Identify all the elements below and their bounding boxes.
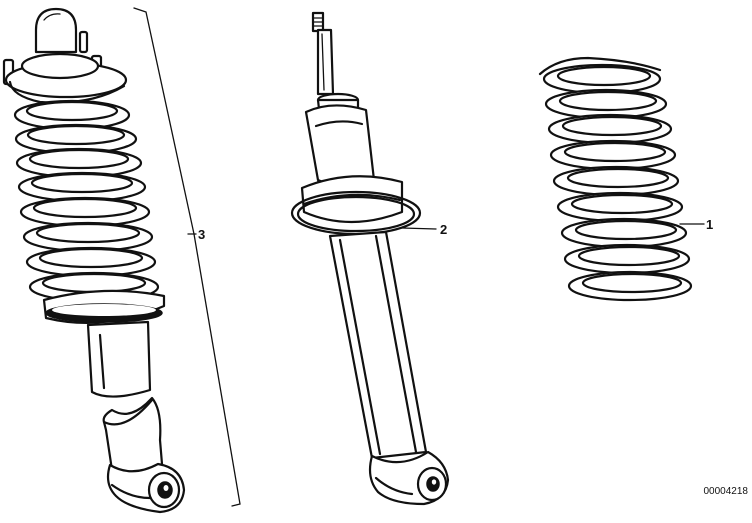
- callout-3: 3: [198, 227, 205, 242]
- leader-line-2: [401, 227, 437, 230]
- callout-1: 1: [706, 217, 713, 232]
- piston-rod: [316, 28, 335, 96]
- coil-spring: [538, 56, 693, 302]
- upper-body: [304, 104, 376, 188]
- strut-assembly: [2, 7, 186, 514]
- shock-absorber: [290, 11, 450, 506]
- upper-collar: [300, 175, 404, 224]
- lower-damper-tube-upper: [86, 320, 152, 398]
- document-number: 00004218: [704, 486, 749, 497]
- top-dust-cap: [34, 7, 78, 54]
- callout-2: 2: [440, 222, 447, 237]
- lower-damper-tube-lower: [102, 396, 164, 474]
- strut-coil-spring: [13, 99, 160, 303]
